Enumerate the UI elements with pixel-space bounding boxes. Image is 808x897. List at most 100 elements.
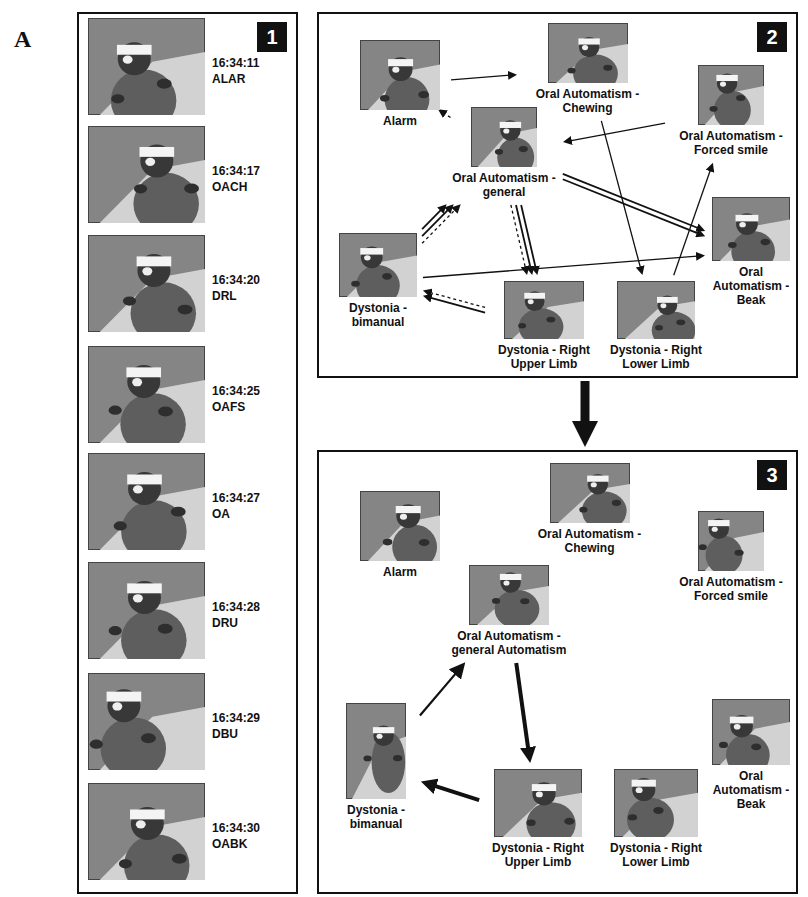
- video-frame: 16:34:20DRL: [88, 235, 268, 332]
- transition-arrow: [442, 112, 451, 118]
- behaviour-label: Dystonia - bimanual: [339, 301, 417, 329]
- patient-photo: [548, 23, 628, 83]
- hand-shape: [751, 744, 761, 751]
- head-shape: [127, 365, 160, 398]
- panel-number-box: 3: [757, 460, 787, 490]
- behaviour-label: Oral Automatism - Forced smile: [671, 575, 791, 603]
- head-shape: [373, 726, 393, 746]
- hand-shape: [728, 242, 737, 248]
- head-bandage: [388, 59, 413, 66]
- body-shape: [726, 734, 770, 765]
- transition-arrow: [427, 292, 485, 308]
- head-bandage: [532, 784, 556, 791]
- body-shape: [627, 798, 674, 837]
- eye-patch: [142, 267, 152, 275]
- body-shape: [519, 308, 564, 339]
- behaviour-node: Oral Automatism - general: [448, 104, 560, 202]
- hand-shape: [546, 317, 555, 323]
- hand-shape: [172, 854, 187, 864]
- hand-shape: [495, 149, 503, 155]
- hand-shape: [141, 733, 156, 743]
- patient-photo: [698, 511, 764, 571]
- body-shape: [121, 500, 187, 550]
- hand-shape: [526, 820, 535, 826]
- body-shape: [120, 393, 186, 443]
- behaviour-label: Oral Automatism - general Automatism: [446, 629, 572, 657]
- hand-shape: [109, 626, 122, 635]
- body-shape: [573, 54, 618, 83]
- head-bandage: [736, 215, 759, 222]
- frame-text: OACH: [212, 179, 260, 195]
- behaviour-node: Oral Automatism - Chewing: [522, 460, 657, 558]
- head-shape: [140, 144, 173, 177]
- frame-text: DBU: [212, 726, 260, 742]
- head-shape: [128, 472, 161, 505]
- frame-caption: 16:34:29DBU: [212, 702, 260, 742]
- body-shape: [133, 173, 199, 223]
- head-bandage: [587, 476, 608, 482]
- eye-patch: [145, 158, 155, 166]
- frame-text: 16:34:17: [212, 163, 260, 179]
- transition-arrow: [563, 179, 701, 234]
- head-shape: [730, 715, 752, 737]
- head-shape: [709, 519, 729, 539]
- head-bandage: [140, 147, 175, 157]
- hand-shape: [699, 544, 707, 550]
- figure-panel: 116:34:11ALAR16:34:17OACH16:34:20DRL16:3…: [77, 12, 298, 894]
- transition-arrow: [422, 207, 457, 243]
- hand-shape: [520, 598, 529, 604]
- body-shape: [495, 590, 540, 625]
- behaviour-node: Oral Automatism - Beak: [708, 696, 794, 814]
- hand-shape: [418, 91, 429, 98]
- video-frame: 16:34:11ALAR: [88, 18, 268, 115]
- head-shape: [131, 807, 164, 840]
- frame-text: 16:34:20: [212, 272, 260, 288]
- hand-shape: [760, 239, 770, 246]
- hand-shape: [123, 296, 136, 305]
- video-frame: 16:34:17OACH: [88, 126, 268, 223]
- hand-shape: [90, 740, 103, 749]
- head-shape: [500, 120, 520, 140]
- hand-shape: [171, 507, 186, 517]
- figure-panel: 3AlarmOral Automatism - ChewingOral Auto…: [317, 450, 798, 894]
- transition-arrow: [563, 174, 701, 229]
- head-bandage: [730, 717, 754, 724]
- head-bandage: [373, 727, 394, 733]
- hand-shape: [492, 598, 500, 604]
- body-shape: [356, 265, 400, 297]
- panel-number: 2: [766, 27, 777, 47]
- head-shape: [717, 73, 737, 93]
- hand-shape: [134, 184, 147, 193]
- head-bandage: [130, 809, 165, 819]
- behaviour-node: Alarm: [352, 37, 448, 131]
- head-bandage: [396, 506, 421, 513]
- hand-shape: [109, 406, 122, 415]
- patient-photo: [469, 565, 549, 625]
- body-shape: [101, 717, 167, 770]
- hand-shape: [111, 94, 124, 103]
- head-bandage: [632, 780, 656, 787]
- head-bandage: [126, 367, 161, 377]
- hand-shape: [157, 79, 172, 89]
- behaviour-label: Dystonia - Right Upper Limb: [491, 343, 597, 371]
- hand-shape: [653, 807, 663, 814]
- head-shape: [500, 572, 520, 592]
- head-shape: [128, 581, 161, 614]
- frame-text: DRU: [212, 615, 260, 631]
- frame-caption: 16:34:28DRU: [212, 591, 260, 631]
- hand-shape: [383, 539, 393, 546]
- photo-ground: [347, 704, 406, 799]
- hand-shape: [736, 95, 745, 101]
- hand-shape: [519, 146, 528, 152]
- panel-number-box: 2: [757, 22, 787, 52]
- behaviour-label: Oral Automatism - Chewing: [525, 527, 654, 555]
- transition-arrow: [674, 167, 712, 275]
- patient-photo: [88, 126, 205, 223]
- hand-shape: [380, 95, 390, 102]
- hand-shape: [158, 624, 173, 634]
- frame-text: 16:34:28: [212, 599, 260, 615]
- head-shape: [107, 689, 140, 722]
- frame-caption: 16:34:25OAFS: [212, 375, 260, 415]
- hand-shape: [158, 407, 173, 417]
- body-shape: [581, 492, 626, 523]
